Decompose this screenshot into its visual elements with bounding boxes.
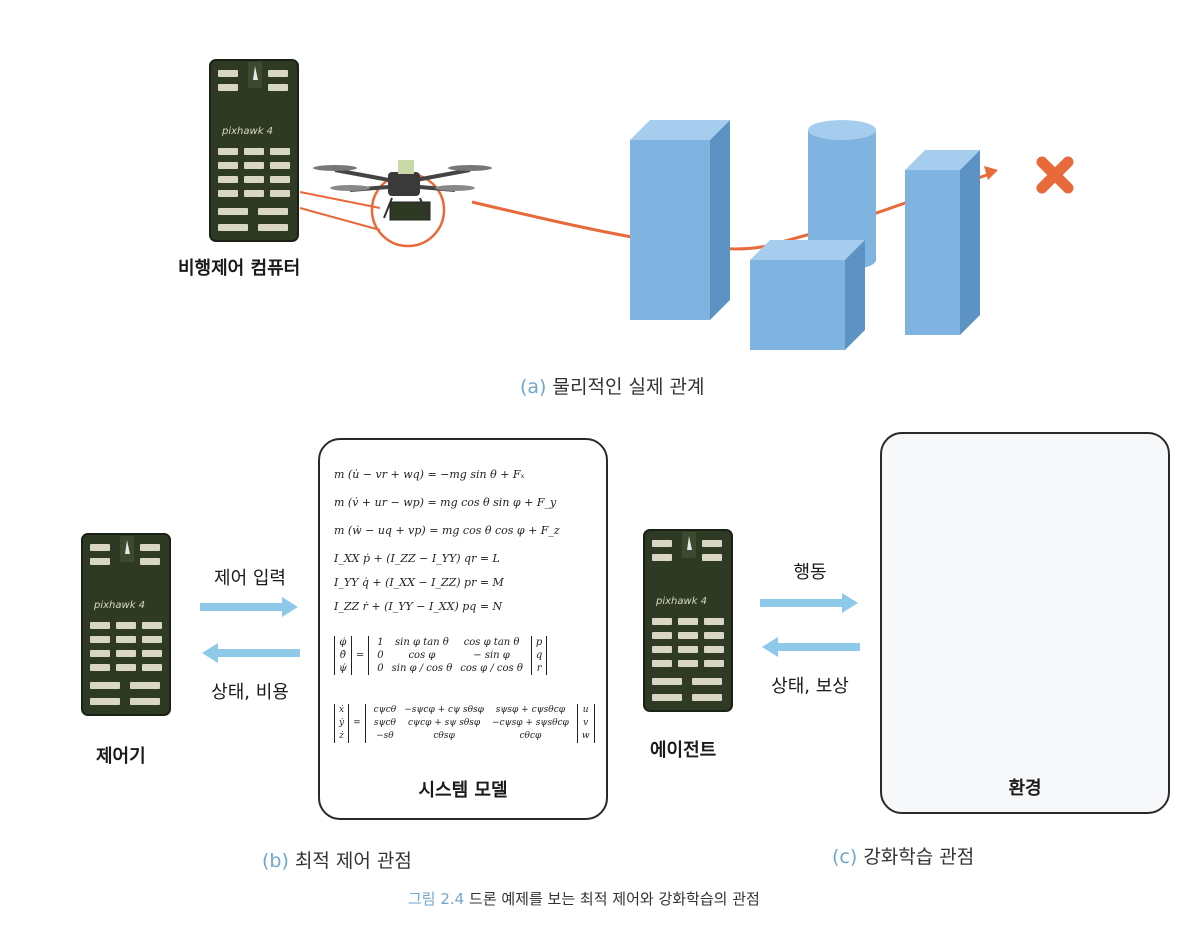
equation-4: I_XX ṗ + (I_ZZ − I_YY) qr = L (334, 552, 500, 565)
arrow-right-icon (760, 593, 858, 613)
arrow-right-icon (200, 597, 298, 617)
environment-label: 환경 (1008, 778, 1042, 799)
figure-caption-text: 드론 예제를 보는 최적 제어와 강화학습의 관점 (469, 890, 760, 908)
caption-a-tag: (a) (520, 376, 547, 398)
figure-caption: 그림 2.4 드론 예제를 보는 최적 제어와 강화학습의 관점 (408, 888, 760, 909)
target-cross-icon (1036, 156, 1074, 194)
flight-controller-image: pixhawk 4 (209, 59, 299, 242)
control-input-label: 제어 입력 (214, 568, 286, 589)
equation-1: m (u̇ − vr + wq) = −mg sin θ + Fₓ (334, 468, 525, 481)
connector-line-top (299, 191, 381, 209)
figure-caption-tag: 그림 2.4 (408, 890, 465, 908)
environment-box: 환경 (880, 432, 1170, 814)
obstacle-box-tall (630, 120, 730, 320)
caption-b-text: 최적 제어 관점 (294, 850, 412, 872)
system-model-box: m (u̇ − vr + wq) = −mg sin θ + Fₓ m (v̇ … (318, 438, 608, 820)
drone-scene (299, 120, 1074, 350)
agent-label: 에이전트 (650, 740, 717, 761)
caption-b-tag: (b) (262, 850, 289, 872)
agent-image: pixhawk 4 (643, 529, 733, 712)
state-cost-label: 상태, 비용 (211, 682, 289, 703)
caption-c-tag: (c) (832, 846, 858, 868)
flight-controller-label: 비행제어 컴퓨터 (178, 258, 301, 279)
obstacle-box-front (750, 240, 865, 350)
board-logo: pixhawk 4 (655, 596, 707, 607)
system-model-title: 시스템 모델 (418, 780, 508, 801)
arrow-left-icon (762, 637, 860, 657)
action-label: 행동 (793, 562, 827, 583)
equation-5: I_YY q̇ + (I_XX − I_ZZ) pr = M (334, 576, 504, 589)
equation-3: m (ẇ − uq + vp) = mg cos θ cos φ + F_z (334, 524, 560, 537)
caption-a-text: 물리적인 실제 관계 (552, 376, 705, 398)
caption-c: (c) 강화학습 관점 (832, 842, 974, 869)
equation-2: m (v̇ + ur − wp) = mg cos θ sin φ + F_y (334, 496, 557, 509)
board-logo: pixhawk 4 (93, 600, 145, 611)
caption-c-text: 강화학습 관점 (863, 846, 975, 868)
controller-label: 제어기 (96, 746, 146, 767)
drone-icon (313, 160, 492, 221)
obstacle-box-right (905, 150, 980, 335)
state-reward-label: 상태, 보상 (771, 676, 849, 697)
board-logo: pixhawk 4 (221, 126, 273, 137)
controller-image: pixhawk 4 (81, 533, 171, 716)
flight-path-arrowhead (984, 166, 998, 180)
caption-b: (b) 최적 제어 관점 (262, 846, 412, 873)
caption-a: (a) 물리적인 실제 관계 (520, 372, 704, 399)
arrow-left-icon (202, 643, 300, 663)
connector-line-bottom (299, 207, 381, 231)
equation-6: I_ZZ ṙ + (I_YY − I_XX) pq = N (334, 600, 503, 613)
